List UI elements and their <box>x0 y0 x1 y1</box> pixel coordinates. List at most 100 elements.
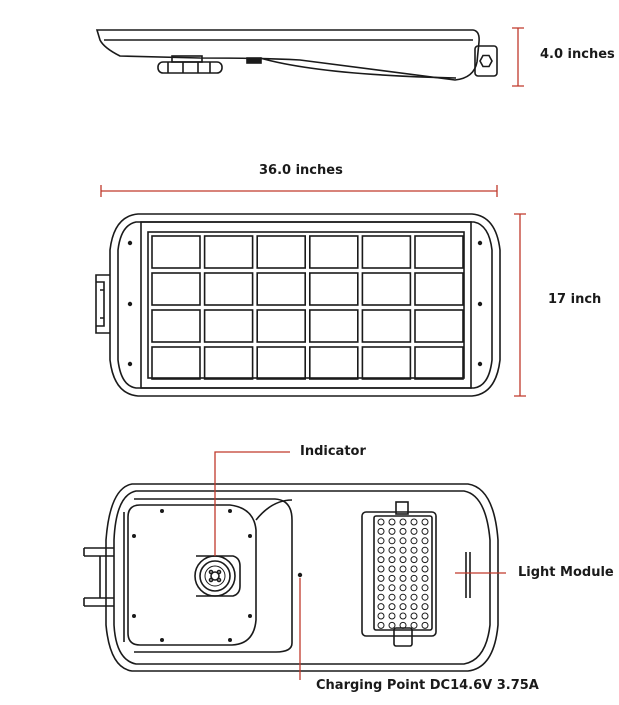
led-dot <box>421 518 429 526</box>
led-dot <box>410 565 418 573</box>
indicator-sensor <box>194 555 241 597</box>
led-dot <box>399 518 407 526</box>
led-dot <box>399 537 407 545</box>
led-dot <box>399 556 407 564</box>
indicator-label: Indicator <box>300 444 366 459</box>
solar-cell <box>203 309 254 343</box>
solar-cell <box>308 272 359 306</box>
led-dot <box>377 527 385 535</box>
solar-cell <box>414 309 464 343</box>
solar-panel-frame <box>140 221 472 389</box>
light-module-label: Light Module <box>518 565 614 580</box>
led-dot <box>377 518 385 526</box>
led-dot <box>410 584 418 592</box>
led-dot <box>410 527 418 535</box>
solar-cell <box>151 272 201 306</box>
led-dot <box>421 546 429 554</box>
length-dimension-line <box>100 185 498 197</box>
solar-cell <box>361 309 412 343</box>
led-dot <box>388 584 396 592</box>
width-dimension-label: 17 inch <box>548 292 602 307</box>
led-dot <box>410 546 418 554</box>
solar-cell <box>151 346 201 380</box>
led-dot <box>388 518 396 526</box>
solar-cell <box>203 235 254 269</box>
side-view-bracket <box>474 45 498 77</box>
led-dot <box>377 621 385 629</box>
led-dot <box>410 603 418 611</box>
led-dot <box>421 593 429 601</box>
charging-point-label: Charging Point DC14.6V 3.75A <box>316 678 539 693</box>
led-dot <box>421 584 429 592</box>
light-module <box>361 501 471 647</box>
solar-cell <box>414 272 464 306</box>
led-dot <box>377 584 385 592</box>
solar-panel-cells <box>151 235 464 380</box>
led-dot <box>421 556 429 564</box>
top-view-housing <box>109 213 501 397</box>
side-view <box>95 29 498 81</box>
led-dot <box>377 565 385 573</box>
led-dot <box>399 612 407 620</box>
solar-cell <box>308 309 359 343</box>
led-dot <box>377 574 385 582</box>
led-dot <box>388 556 396 564</box>
solar-cell <box>203 272 254 306</box>
led-dot <box>399 603 407 611</box>
led-dot <box>410 612 418 620</box>
solar-cell <box>361 272 412 306</box>
length-dimension-label: 36.0 inches <box>259 163 343 178</box>
led-dot <box>399 574 407 582</box>
led-dot <box>399 621 407 629</box>
led-dot <box>388 612 396 620</box>
solar-cell <box>256 309 307 343</box>
hex-nut-icon <box>479 54 493 68</box>
led-dot <box>399 593 407 601</box>
led-dot <box>377 603 385 611</box>
width-dimension-line <box>514 213 526 397</box>
side-view-housing <box>95 29 480 81</box>
led-dot <box>399 546 407 554</box>
led-dot <box>410 574 418 582</box>
led-dot <box>421 612 429 620</box>
led-dot <box>388 537 396 545</box>
solar-cell <box>361 346 412 380</box>
solar-cell <box>308 346 359 380</box>
led-dot <box>421 537 429 545</box>
led-dot <box>377 556 385 564</box>
solar-cell <box>151 235 201 269</box>
led-dot <box>399 565 407 573</box>
solar-cell <box>256 235 307 269</box>
led-dot <box>410 593 418 601</box>
led-dot <box>388 527 396 535</box>
led-dot <box>421 527 429 535</box>
led-dot <box>410 556 418 564</box>
led-dot <box>388 603 396 611</box>
led-dot <box>421 574 429 582</box>
led-dot <box>421 603 429 611</box>
top-view <box>95 213 501 397</box>
indicator-leader <box>214 451 290 556</box>
led-dot <box>388 565 396 573</box>
led-dot <box>421 565 429 573</box>
led-dot <box>421 621 429 629</box>
led-dot <box>399 584 407 592</box>
height-dimension-line <box>512 27 524 87</box>
led-dot <box>388 593 396 601</box>
led-dot <box>388 546 396 554</box>
led-dot <box>410 518 418 526</box>
solar-cell <box>361 235 412 269</box>
solar-cell <box>256 346 307 380</box>
solar-cell <box>151 309 201 343</box>
bottom-view-housing <box>105 483 499 672</box>
height-dimension-label: 4.0 inches <box>540 47 615 62</box>
bottom-view <box>83 483 499 672</box>
led-dot <box>388 621 396 629</box>
solar-cell <box>414 235 464 269</box>
led-dot <box>388 574 396 582</box>
led-dot <box>377 612 385 620</box>
led-dot <box>399 527 407 535</box>
callout-leaders <box>214 451 506 680</box>
controller-compartment <box>127 504 257 646</box>
led-dot <box>377 546 385 554</box>
